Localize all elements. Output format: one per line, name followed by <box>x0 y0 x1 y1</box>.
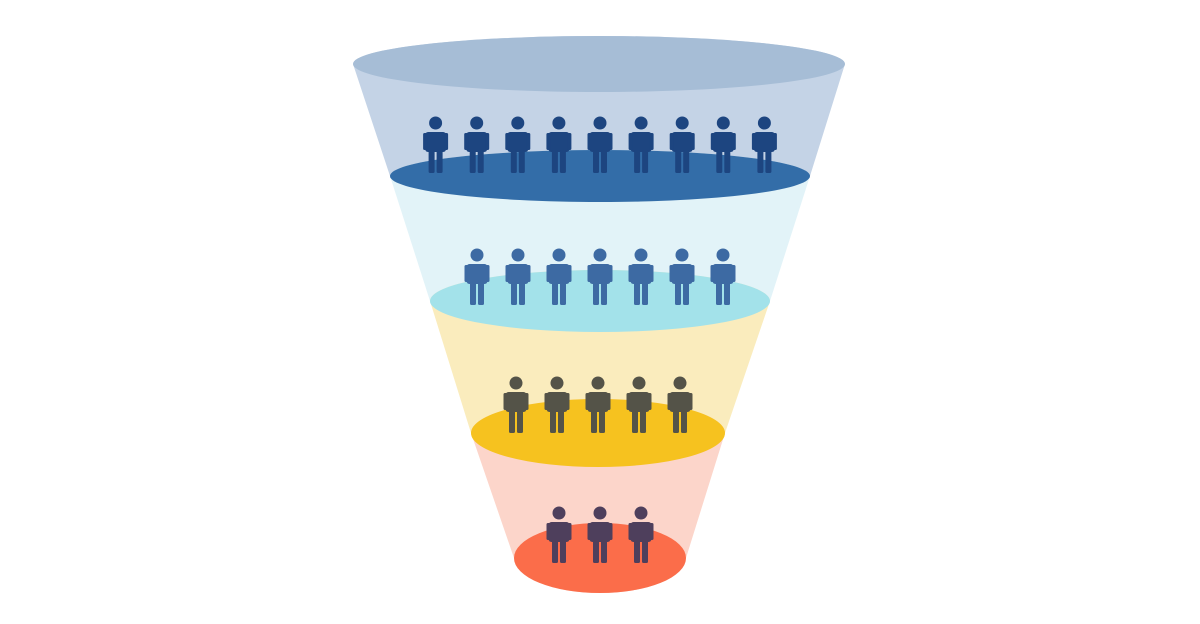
person-icon <box>628 248 654 305</box>
person-icon <box>544 376 570 433</box>
person-icon <box>628 116 654 173</box>
person-icon <box>505 248 531 305</box>
person-icon <box>626 376 652 433</box>
person-icon <box>546 506 572 563</box>
person-icon <box>669 248 695 305</box>
person-icon <box>587 116 613 173</box>
person-icon <box>667 376 693 433</box>
funnel-disc-1 <box>390 150 810 202</box>
person-icon <box>503 376 529 433</box>
person-icon <box>423 116 449 173</box>
person-icon <box>464 116 490 173</box>
person-icon <box>585 376 611 433</box>
person-icon <box>464 248 490 305</box>
funnel-disc-3 <box>471 399 725 467</box>
person-icon <box>751 116 777 173</box>
person-icon <box>587 506 613 563</box>
person-icon <box>669 116 695 173</box>
person-icon <box>546 116 572 173</box>
funnel-people <box>423 116 777 563</box>
person-icon <box>587 248 613 305</box>
person-icon <box>505 116 531 173</box>
person-icon <box>628 506 654 563</box>
funnel-rim <box>353 36 845 92</box>
person-icon <box>710 248 736 305</box>
person-icon <box>546 248 572 305</box>
person-icon <box>710 116 736 173</box>
